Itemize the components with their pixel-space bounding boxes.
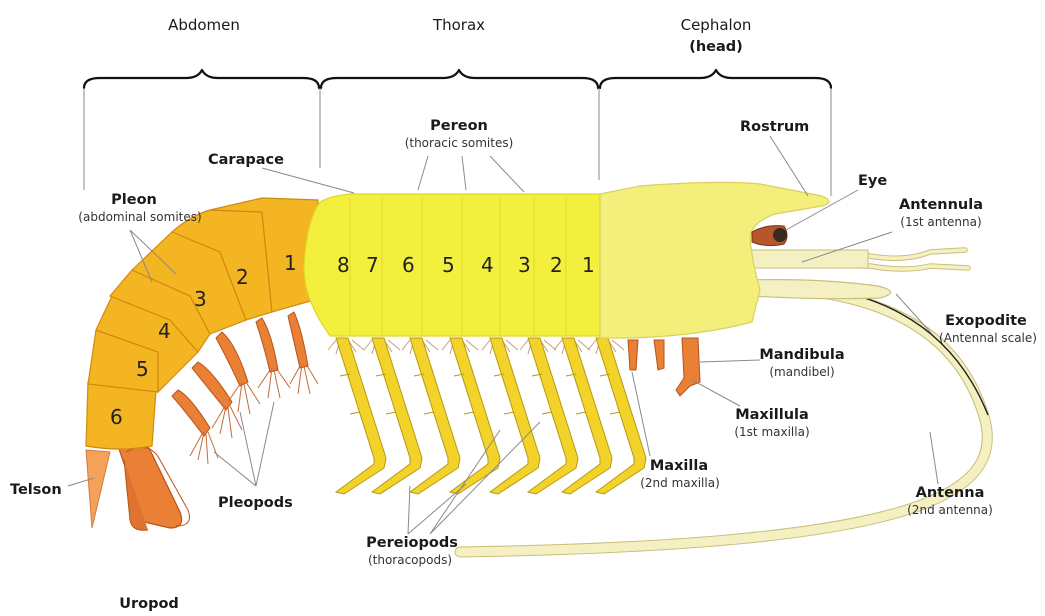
thoracic-number: 6 bbox=[402, 253, 415, 277]
antenna-1 bbox=[748, 250, 968, 269]
maxillula-note: (1st maxilla) bbox=[734, 425, 809, 439]
mouthparts bbox=[628, 338, 700, 396]
mandibula-label: Mandibula bbox=[759, 347, 844, 363]
thoracic-number: 1 bbox=[582, 253, 595, 277]
exopodite-scale bbox=[748, 280, 891, 299]
eye-label: Eye bbox=[858, 173, 887, 189]
pereiopods-label: Pereiopods bbox=[366, 535, 458, 551]
thoracic-number: 4 bbox=[481, 253, 494, 277]
pereon-note: (thoracic somites) bbox=[405, 136, 514, 150]
telson bbox=[86, 450, 110, 528]
abdominal-number: 6 bbox=[110, 405, 123, 429]
exopodite-note: (Antennal scale) bbox=[939, 331, 1037, 345]
cephalon-head-note: (head) bbox=[689, 39, 743, 55]
thoracic-number: 7 bbox=[366, 253, 379, 277]
pleon-note: (abdominal somites) bbox=[78, 210, 201, 224]
maxilla-label: Maxilla bbox=[650, 458, 708, 474]
cephalon-label: Cephalon bbox=[681, 16, 752, 34]
telson-label: Telson bbox=[10, 482, 62, 498]
pereiopods-note: (thoracopods) bbox=[368, 553, 452, 567]
thoracic-number: 2 bbox=[550, 253, 563, 277]
exopodite-label: Exopodite bbox=[945, 313, 1027, 329]
thoracic-number: 5 bbox=[442, 253, 455, 277]
antenna-note: (2nd antenna) bbox=[907, 503, 993, 517]
uropod-label: Uropod bbox=[119, 596, 179, 612]
thorax-brace bbox=[321, 70, 598, 88]
cephalon-brace bbox=[600, 70, 831, 88]
carapace-label: Carapace bbox=[208, 152, 284, 168]
mandibula-note: (mandibel) bbox=[769, 365, 834, 379]
antenna-label: Antenna bbox=[916, 485, 985, 501]
pereiopod bbox=[328, 338, 386, 494]
maxillula-label: Maxillula bbox=[735, 407, 809, 423]
pleopods-label: Pleopods bbox=[218, 495, 293, 511]
antennula-note: (1st antenna) bbox=[900, 215, 981, 229]
thorax-label: Thorax bbox=[432, 16, 485, 34]
uropod bbox=[118, 440, 190, 530]
pereiopods-group bbox=[328, 338, 646, 494]
rostrum-label: Rostrum bbox=[740, 119, 809, 135]
eye bbox=[752, 226, 787, 246]
abdominal-number: 3 bbox=[194, 287, 207, 311]
abdominal-number: 2 bbox=[236, 265, 249, 289]
maxilla-note: (2nd maxilla) bbox=[640, 476, 720, 490]
abdomen-label: Abdomen bbox=[168, 16, 240, 34]
thoracic-number: 8 bbox=[337, 253, 350, 277]
abdomen-brace bbox=[84, 70, 319, 88]
thoracic-number: 3 bbox=[518, 253, 531, 277]
abdominal-number: 4 bbox=[158, 319, 171, 343]
abdominal-number: 1 bbox=[284, 251, 297, 275]
antennula-label: Antennula bbox=[899, 197, 983, 213]
abdominal-number: 5 bbox=[136, 357, 149, 381]
pereon-label: Pereon bbox=[430, 118, 488, 134]
pleon-label: Pleon bbox=[111, 192, 157, 208]
